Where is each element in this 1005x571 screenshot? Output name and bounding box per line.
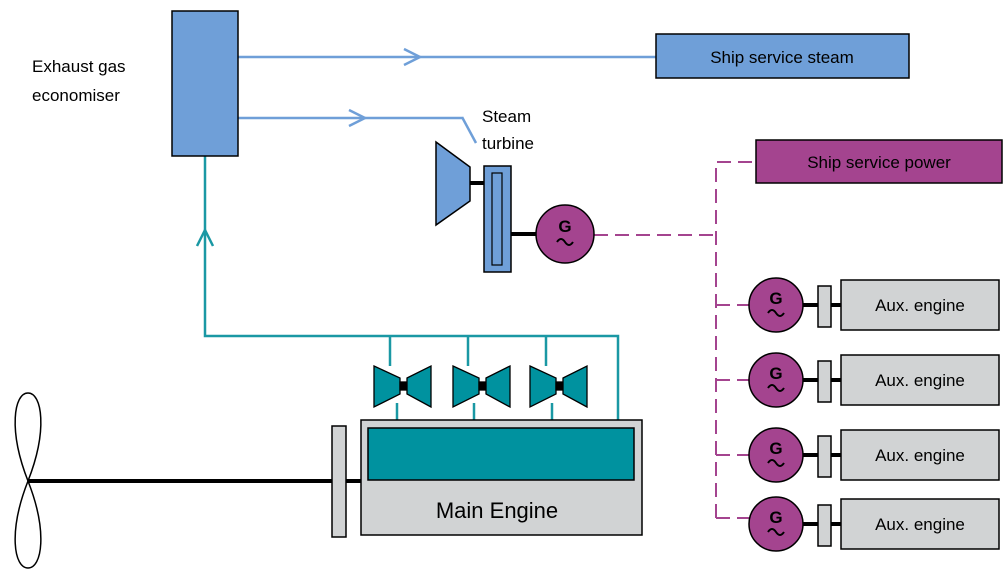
exhaust-riser xyxy=(203,156,620,428)
propeller-blade-top xyxy=(14,392,42,484)
generator-wave-icon xyxy=(556,238,574,246)
aux-engine-label: Aux. engine xyxy=(875,296,965,315)
aux-engine-unit-2: G Aux. engine xyxy=(748,352,1000,408)
generator-icon xyxy=(535,204,595,264)
generator-wave-icon xyxy=(767,459,785,467)
generator-letter: G xyxy=(769,289,782,308)
turbocharger-compressor-icon xyxy=(529,364,557,409)
steam-line-turbine-drop xyxy=(460,116,478,144)
steam-turbine-rotor xyxy=(435,140,471,227)
generator-letter: G xyxy=(558,217,571,236)
aux-coupling xyxy=(817,435,832,478)
turbocharger-shaft xyxy=(478,381,487,391)
ship-service-power-box xyxy=(755,139,1003,184)
aux-engine-unit-4: G Aux. engine xyxy=(748,496,1000,552)
generator-letter: G xyxy=(769,364,782,383)
turbine-label-line2: turbine xyxy=(482,134,534,153)
power-bus xyxy=(715,161,756,518)
turbocharger-compressor-icon xyxy=(452,364,480,409)
aux-engine-label: Aux. engine xyxy=(875,515,965,534)
propeller-icon xyxy=(14,392,42,569)
aux-coupling xyxy=(817,504,832,547)
aux-engine-box xyxy=(840,429,1000,481)
steam-arrow-2 xyxy=(348,108,368,128)
exhaust-arrow xyxy=(195,227,215,247)
generator-letter: G xyxy=(769,439,782,458)
turbine-label-line1: Steam xyxy=(482,107,531,126)
economiser-label-line2: economiser xyxy=(32,86,120,105)
steam-lines xyxy=(238,47,656,144)
turbocharger-3 xyxy=(529,364,588,409)
turbocharger-compressor-icon xyxy=(373,364,401,409)
generator-wave-icon xyxy=(767,528,785,536)
main-engine-label: Main Engine xyxy=(436,498,558,523)
generator-wave-icon xyxy=(767,309,785,317)
turbine-gearbox-inner xyxy=(491,172,503,266)
aux-engine-box xyxy=(840,498,1000,550)
aux-engine-unit-1: G Aux. engine xyxy=(748,277,1000,333)
aux-coupling xyxy=(817,285,832,328)
turbocharger-2 xyxy=(452,364,511,409)
aux-engine-box xyxy=(840,279,1000,331)
aux-coupling xyxy=(817,360,832,403)
aux-engine-label: Aux. engine xyxy=(875,446,965,465)
turbine-gearbox-outer xyxy=(483,165,512,273)
aux-engine-unit-3: G Aux. engine xyxy=(748,427,1000,483)
turbine-generator: G xyxy=(535,204,595,264)
generator-wave-icon xyxy=(767,384,785,392)
turbocharger-shaft xyxy=(399,381,408,391)
power-lines xyxy=(594,161,756,519)
turbocharger-shaft xyxy=(555,381,564,391)
generator-letter: G xyxy=(769,508,782,527)
ship-service-steam-box xyxy=(655,33,910,79)
turbocharger-1 xyxy=(373,364,432,409)
steam-arrow-1 xyxy=(403,47,423,67)
economiser-label-line1: Exhaust gas xyxy=(32,57,126,76)
main-engine-flywheel xyxy=(331,425,347,538)
ship-service-power-label: Ship service power xyxy=(807,153,951,172)
turbocharger-turbine-icon xyxy=(485,364,511,409)
turbocharger-turbine-icon xyxy=(562,364,588,409)
ship-service-steam-label: Ship service steam xyxy=(710,48,854,67)
turbocharger-turbine-icon xyxy=(406,364,432,409)
propeller-blade-bottom xyxy=(14,478,42,569)
aux-engine-box xyxy=(840,354,1000,406)
aux-engine-label: Aux. engine xyxy=(875,371,965,390)
main-engine-cylinder-block xyxy=(367,427,635,481)
exhaust-gas-economiser-box xyxy=(171,10,239,157)
